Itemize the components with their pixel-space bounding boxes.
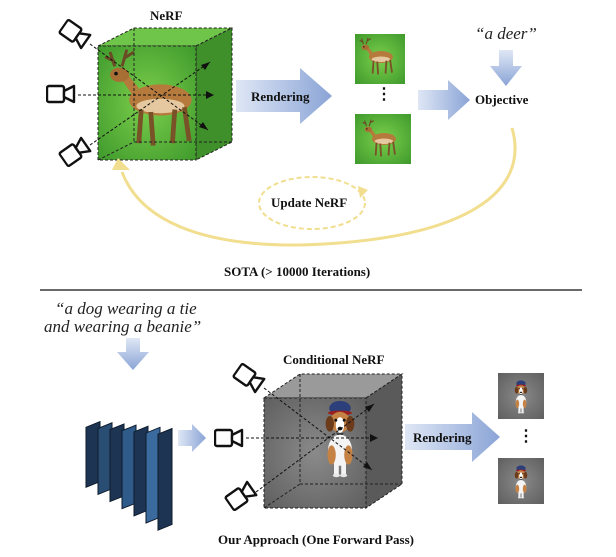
to-objective-arrow bbox=[418, 80, 470, 120]
vertical-dots: ⋮ bbox=[376, 86, 392, 103]
rendered-dog-image bbox=[498, 373, 544, 419]
sota-caption: SOTA (> 10000 Iterations) bbox=[224, 264, 371, 279]
camera-icon bbox=[214, 428, 244, 448]
bottom-prompt-line2: and wearing a beanie” bbox=[44, 317, 202, 336]
camera-rays bbox=[78, 43, 212, 146]
nerf-label: NeRF bbox=[150, 8, 183, 23]
update-ellipse bbox=[258, 176, 366, 230]
rendered-deer-image bbox=[355, 34, 405, 84]
camera-icon bbox=[57, 136, 92, 168]
top-prompt: “a deer” bbox=[475, 24, 537, 43]
encoder-arrow bbox=[178, 424, 206, 452]
conditional-nerf-label: Conditional NeRF bbox=[283, 352, 385, 367]
prompt-down-arrow-2 bbox=[117, 338, 149, 370]
update-loop-arrow bbox=[120, 127, 517, 247]
camera-icon bbox=[57, 18, 92, 50]
camera-rays-2 bbox=[246, 387, 376, 493]
rendering-label-2: Rendering bbox=[413, 430, 472, 445]
rendered-dog-image bbox=[498, 458, 544, 504]
vertical-dots-2: ⋮ bbox=[518, 428, 534, 445]
rendered-deer-image bbox=[355, 114, 411, 164]
camera-icon bbox=[231, 362, 266, 394]
bottom-prompt-line1: “a dog wearing a tie bbox=[55, 299, 197, 318]
update-nerf-label: Update NeRF bbox=[271, 195, 348, 210]
rendering-label: Rendering bbox=[251, 89, 310, 104]
nerf-cube bbox=[97, 27, 233, 161]
objective-label: Objective bbox=[475, 92, 529, 107]
prompt-down-arrow bbox=[490, 50, 522, 86]
text-encoder-stack-icon bbox=[85, 420, 173, 531]
rendering-arrow bbox=[236, 68, 332, 124]
camera-icon bbox=[223, 480, 258, 512]
camera-icon bbox=[46, 84, 76, 104]
our-approach-caption: Our Approach (One Forward Pass) bbox=[218, 532, 414, 547]
rendering-arrow-2 bbox=[405, 412, 500, 462]
